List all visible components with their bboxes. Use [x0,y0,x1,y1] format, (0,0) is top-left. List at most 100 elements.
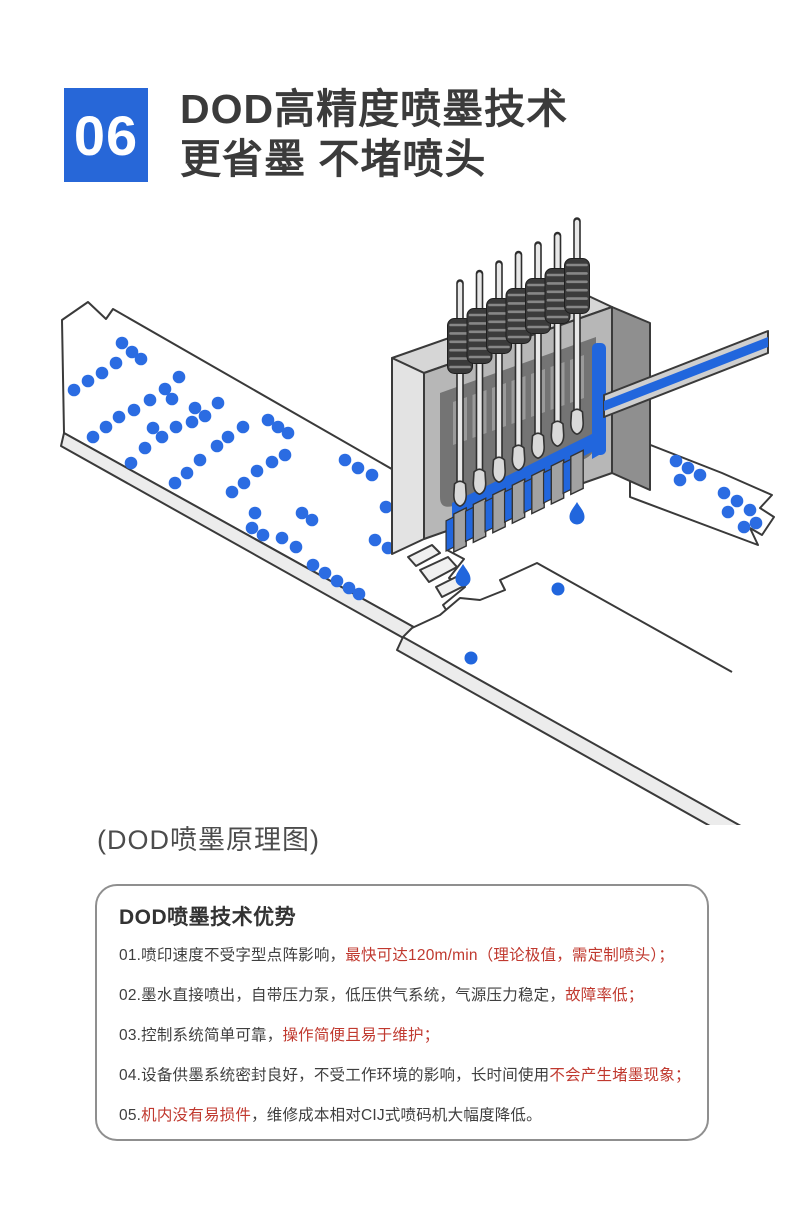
conveyor-belt-remnant [629,436,775,546]
ink-dot [281,426,295,440]
plunger-cap [550,420,565,448]
plunger-cap [491,456,507,484]
page-title-line2: 更省墨 不堵喷头 [180,136,487,182]
ink-dot [342,581,356,595]
ink-dot [158,382,172,396]
plunger-cap [569,408,585,436]
ink-dot [124,456,138,470]
advantage-item: 01.喷印速度不受字型点阵影响，最快可达120m/min（理论极值，需定制喷头）… [119,947,675,964]
advantage-item: 05.机内没有易损件，维修成本相对CIJ式喷码机大幅度降低。 [119,1107,542,1124]
ink-dot [245,521,259,535]
advantage-item: 02.墨水直接喷出，自带压力泵，低压供气系统，气源压力稳定，故障率低； [119,987,644,1004]
ink-dot [99,420,113,434]
ink-dot [95,366,109,380]
ink-dot [305,513,319,527]
ink-dot [143,393,157,407]
nozzle-fin [472,497,487,544]
illustration-caption: (DOD喷墨原理图) [97,825,320,855]
ink-dot [365,468,379,482]
ink-dot [81,374,95,388]
ink-dot [737,520,751,534]
ink-dot [198,409,212,423]
ink-dot [318,566,332,580]
ink-dot [127,403,141,417]
ink-dot [169,420,183,434]
ink-dot [115,336,129,350]
valve-needles [447,217,590,508]
ink-dot [180,466,194,480]
ink-dot [155,430,169,444]
plunger-cap [511,444,526,472]
ink-dot [265,455,279,469]
ink-dot [352,587,366,601]
ink-dot [138,441,152,455]
ink-dot [730,494,744,508]
ink-dot [67,383,81,397]
ink-dot [248,506,262,520]
dot-matrix-print [67,336,395,601]
plunger-cap [530,432,546,460]
ink-dot [146,421,160,435]
ink-dot [289,540,303,554]
ink-dot [256,528,270,542]
advantages-panel: DOD喷墨技术优势 01.喷印速度不受字型点阵影响，最快可达120m/min（理… [95,884,709,1141]
ink-dot [250,464,264,478]
ink-dot [271,420,285,434]
nozzle-fin [453,506,467,554]
ink-dot [330,574,344,588]
ink-drop [551,582,565,596]
ink-dot [693,468,707,482]
print-head [391,217,769,555]
ink-dot [109,356,123,370]
print-head-left-face [391,357,425,555]
nozzle-fin [550,458,565,506]
conveyor-belt-lower [396,562,790,848]
ink-dot [193,453,207,467]
ink-dot [236,420,250,434]
page-title: DOD高精度喷墨技术 更省墨 不堵喷头 [180,84,568,184]
ink-dot [261,413,275,427]
ink-dot [275,531,289,545]
ink-dot [306,558,320,572]
ink-dot [669,454,683,468]
dot-matrix-print-remnant [669,454,763,534]
ink-dot [165,392,179,406]
ink-dot [338,453,352,467]
ink-dot [188,401,202,415]
advantages-list: 01.喷印速度不受字型点阵影响，最快可达120m/min（理论极值，需定制喷头）… [119,947,707,1124]
nozzle-plate [445,449,584,554]
ink-dot [237,476,251,490]
ink-dot [125,345,139,359]
ink-tube [603,330,769,418]
ink-dot [168,476,182,490]
ink-dot [210,439,224,453]
ink-dot [221,430,235,444]
ink-drops [455,502,585,665]
ink-dot [172,370,186,384]
advantage-item: 03.控制系统简单可靠，操作简便且易于维护； [119,1027,440,1044]
ink-dot [379,500,393,514]
ink-dot [225,485,239,499]
ink-dot [112,410,126,424]
ink-dot [681,461,695,475]
ink-dot [721,505,735,519]
advantages-title: DOD喷墨技术优势 [119,906,297,929]
plunger-cap [472,468,487,496]
ink-dot [743,503,757,517]
ink-teardrop [569,502,585,525]
ink-dot [185,415,199,429]
nozzle-fin [570,449,584,496]
page-title-line1: DOD高精度喷墨技术 [180,86,569,132]
ink-dot [211,396,225,410]
ink-dot [278,448,292,462]
nozzle-fin [492,487,506,534]
ink-teardrop [455,564,471,587]
ink-dot [134,352,148,366]
ink-dot [295,506,309,520]
advantage-item: 04.设备供墨系统密封良好，不受工作环境的影响，长时间使用不会产生堵墨现象； [119,1067,691,1084]
ink-channel [452,343,606,521]
ink-dot [673,473,687,487]
ink-drop [464,651,478,665]
nozzle-fin [511,477,526,525]
ink-dot [351,461,365,475]
